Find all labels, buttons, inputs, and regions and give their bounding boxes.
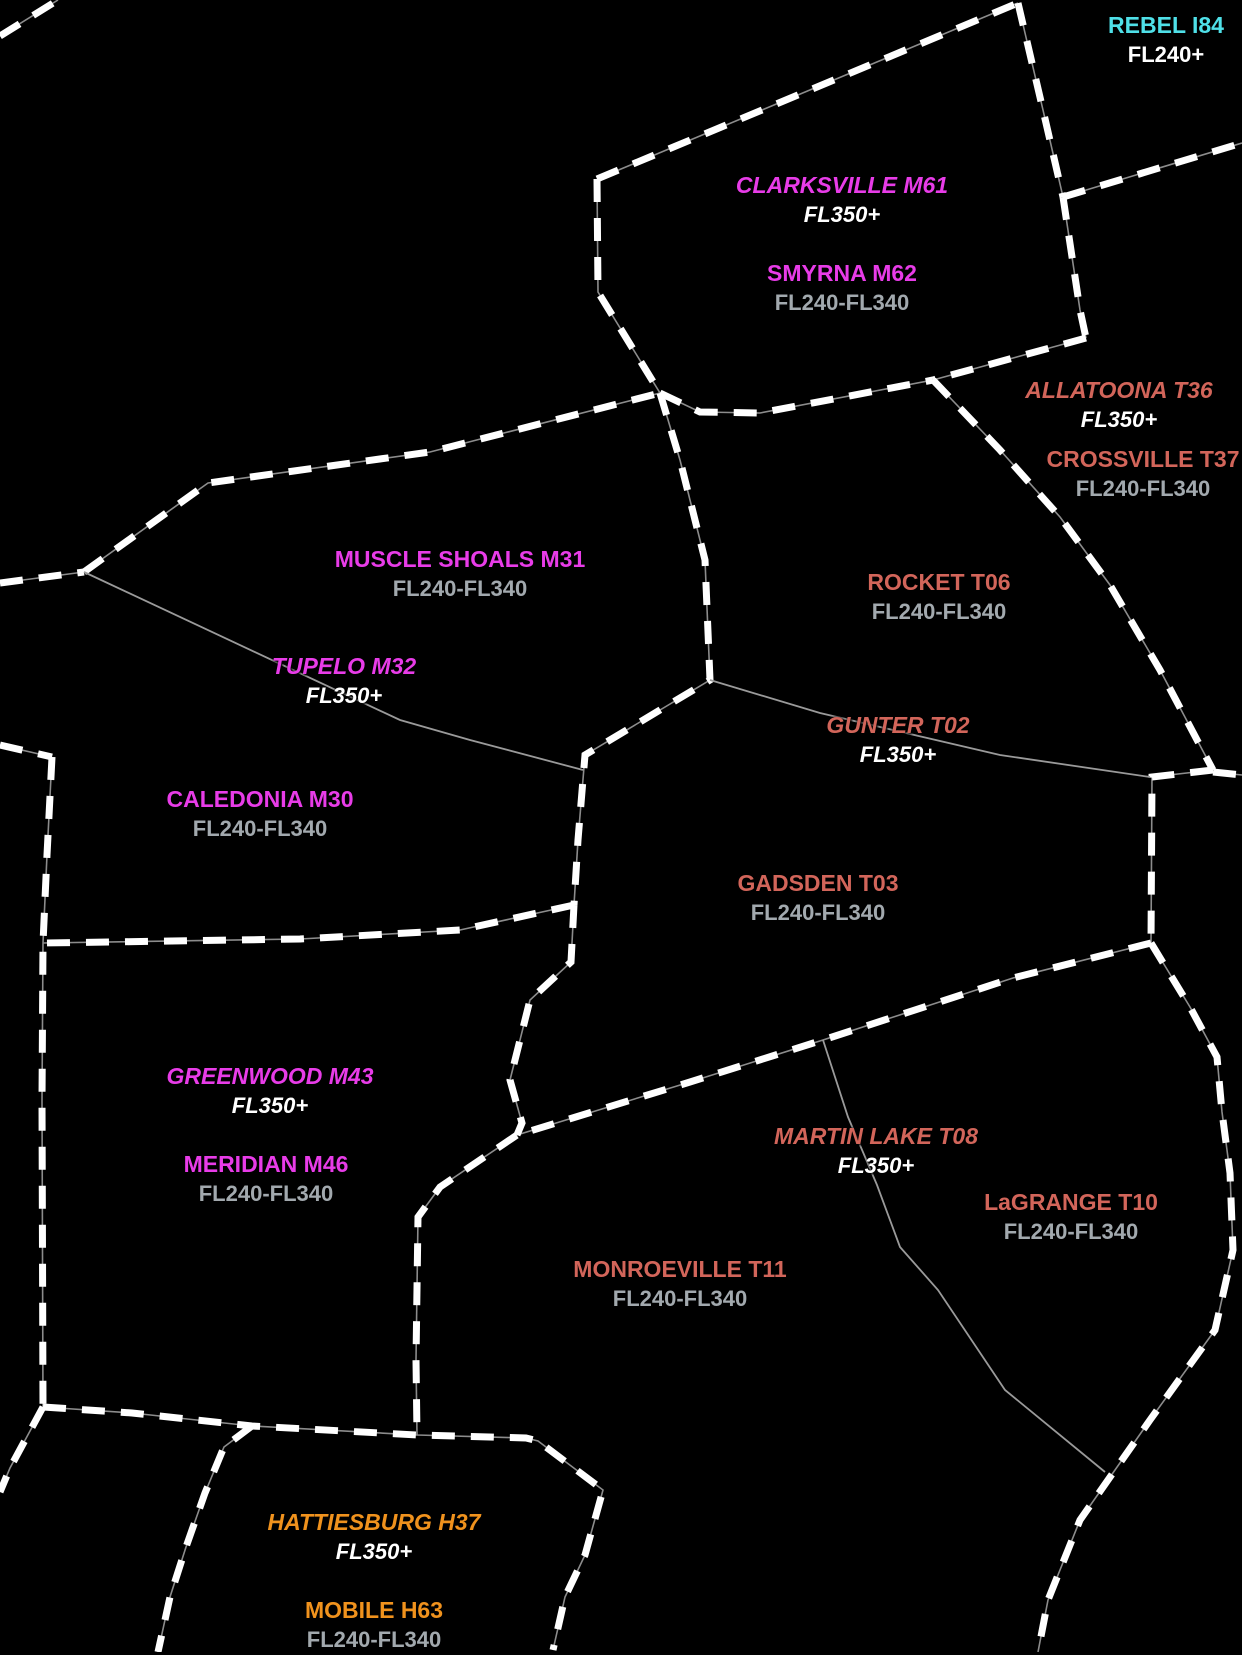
sector-level: FL240-FL340: [871, 599, 1007, 624]
sector-name: REBEL I84: [1108, 12, 1224, 38]
sector-name: ROCKET T06: [867, 569, 1011, 595]
sector-label-allatoona-t36: ALLATOONA T36 FL350+: [1025, 375, 1212, 435]
sector-name: TUPELO M32: [271, 653, 417, 679]
sector-label-martin-lake-t08: MARTIN LAKE T08 FL350+: [774, 1121, 978, 1181]
sector-name: MONROEVILLE T11: [573, 1256, 787, 1282]
sector-label-mobile-h63: MOBILE H63 FL240-FL340: [305, 1595, 443, 1655]
sector-label-meridian-m46: MERIDIAN M46 FL240-FL340: [184, 1149, 349, 1209]
sector-level: FL240-FL340: [392, 576, 528, 601]
sector-level: FL240-FL340: [306, 1627, 442, 1652]
sector-name: MOBILE H63: [304, 1597, 444, 1623]
sector-name: CLARKSVILLE M61: [735, 172, 949, 198]
sector-label-smyrna-m62: SMYRNA M62 FL240-FL340: [767, 258, 917, 318]
sector-label-rocket-t06: ROCKET T06 FL240-FL340: [867, 567, 1010, 627]
sector-label-gadsden-t03: GADSDEN T03 FL240-FL340: [737, 868, 898, 928]
sector-level: FL350+: [837, 1153, 915, 1178]
sector-level: FL240-FL340: [1075, 476, 1211, 501]
sector-name: GUNTER T02: [826, 712, 970, 738]
sector-level: FL350+: [803, 202, 881, 227]
sector-level: FL240-FL340: [774, 290, 910, 315]
sector-level: FL240-FL340: [192, 816, 328, 841]
sector-label-monroeville-t11: MONROEVILLE T11 FL240-FL340: [573, 1254, 786, 1314]
sector-level: FL350+: [859, 742, 937, 767]
sector-label-tupelo-m32: TUPELO M32 FL350+: [272, 651, 416, 711]
thin-boundaries: [83, 571, 1151, 1473]
sector-label-crossville-t37: CROSSVILLE T37 FL240-FL340: [1047, 444, 1240, 504]
sector-level: FL240-FL340: [198, 1181, 334, 1206]
sector-name: MUSCLE SHOALS M31: [334, 546, 586, 572]
sector-label-clarksville-m61: CLARKSVILLE M61 FL350+: [736, 170, 948, 230]
sector-name: GADSDEN T03: [737, 870, 899, 896]
sector-name: HATTIESBURG H37: [267, 1509, 481, 1535]
sector-level: FL240-FL340: [612, 1286, 748, 1311]
sector-label-lagrange-t10: LaGRANGE T10 FL240-FL340: [984, 1187, 1158, 1247]
sector-label-rebel-i84: REBEL I84 FL240+: [1108, 10, 1224, 70]
sector-label-greenwood-m43: GREENWOOD M43 FL350+: [166, 1061, 373, 1121]
sector-name: MARTIN LAKE T08: [773, 1123, 979, 1149]
sector-name: CALEDONIA M30: [166, 786, 354, 812]
sector-level: FL240+: [1127, 42, 1205, 67]
sector-name: MERIDIAN M46: [183, 1151, 349, 1177]
sector-label-gunter-t02: GUNTER T02 FL350+: [826, 710, 969, 770]
sector-level: FL240-FL340: [750, 900, 886, 925]
sector-level: FL350+: [305, 683, 383, 708]
sector-name: LaGRANGE T10: [984, 1189, 1158, 1215]
sector-label-hattiesburg-h37: HATTIESBURG H37 FL350+: [268, 1507, 481, 1567]
sector-name: GREENWOOD M43: [166, 1063, 374, 1089]
sector-level: FL350+: [335, 1539, 413, 1564]
sector-level: FL240-FL340: [1003, 1219, 1139, 1244]
sector-name: SMYRNA M62: [767, 260, 917, 286]
sector-level: FL350+: [231, 1093, 309, 1118]
sector-label-muscle-shoals-m31: MUSCLE SHOALS M31 FL240-FL340: [335, 544, 585, 604]
sector-name: CROSSVILLE T37: [1046, 446, 1240, 472]
sector-name: ALLATOONA T36: [1025, 377, 1213, 403]
sector-label-caledonia-m30: CALEDONIA M30 FL240-FL340: [167, 784, 354, 844]
sector-level: FL350+: [1080, 407, 1158, 432]
